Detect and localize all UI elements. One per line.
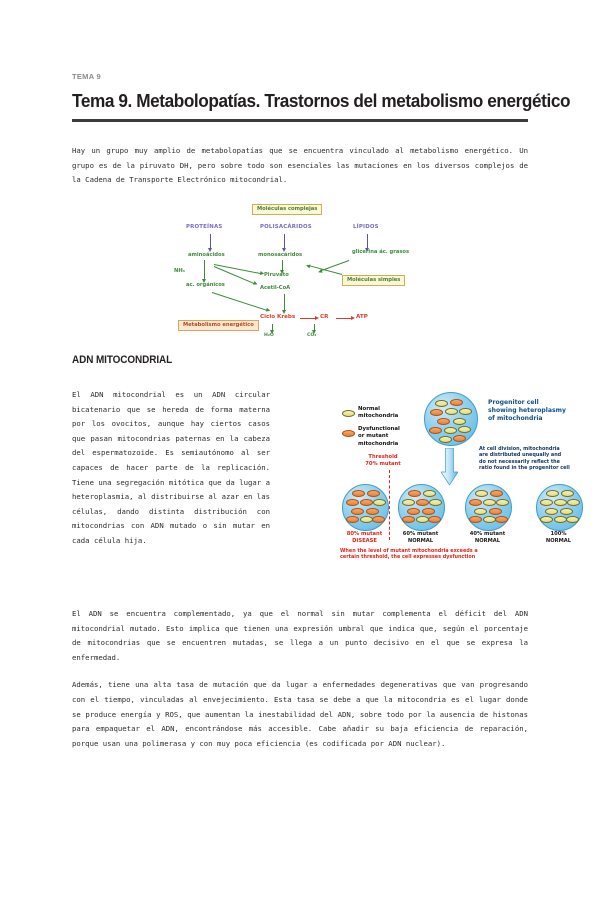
arrow-proteins-to-aminoacids <box>208 234 212 253</box>
figure-metabolism-wrap: Moléculas complejas PROTEÍNAS POLISACÁRI… <box>72 202 528 354</box>
label-nh3: NH₃ <box>174 268 185 275</box>
eyebrow-label: TEMA 9 <box>72 72 102 81</box>
daughter-cell-4-percent: 100% <box>550 531 567 538</box>
daughter-cell-4 <box>536 484 583 532</box>
arrow-krebs-to-water <box>270 324 274 335</box>
daughter-cell-3 <box>465 484 512 532</box>
figure-metabolism: Moléculas complejas PROTEÍNAS POLISACÁRI… <box>164 202 444 354</box>
label-atp: ATP <box>356 314 368 321</box>
cell-division-note: At cell division, mitochondria are distr… <box>479 446 570 472</box>
label-lipids: LÍPIDOS <box>353 224 379 231</box>
arrow-acetylcoa-to-krebs <box>282 294 286 315</box>
daughter-cell-2-percent: 60% mutant <box>402 531 439 538</box>
label-energy-metabolism: Metabolismo energético <box>178 320 259 331</box>
mtdna-paragraph: El ADN mitocondrial es un ADN circular b… <box>72 390 270 545</box>
daughter-cell-3-percent: 40% mutant <box>469 531 506 538</box>
legend-label-mutant: Dysfunctional or mutant mitochondria <box>358 426 400 447</box>
label-polysaccharides: POLISACÁRIDOS <box>260 224 312 231</box>
label-acetyl-coa: Acetil-CoA <box>260 285 291 292</box>
label-proteins: PROTEÍNAS <box>186 224 223 231</box>
label-glycerol-fattyacids: glicerina ác. grasos <box>352 249 410 256</box>
legend-swatch-mutant-mitochondria <box>342 430 355 438</box>
arrow-organicacids-to-krebs <box>211 292 268 311</box>
legend-label-normal: Normal mitochondria <box>358 406 399 420</box>
arrow-polysaccharides-to-monosaccharides <box>282 234 286 253</box>
paragraph-mutation-rate: Además, tiene una alta tasa de mutación … <box>72 680 528 748</box>
label-molecules-complex: Moléculas complejas <box>252 204 323 215</box>
title-divider <box>72 119 528 123</box>
label-aminoacids: aminoácidos <box>188 252 225 259</box>
label-pyruvate: Piruvato <box>264 272 289 279</box>
paragraph-complementation: El ADN se encuentra complementado, ya qu… <box>72 609 528 662</box>
label-monosaccharides: monosacáridos <box>258 252 303 259</box>
daughter-cell-1-percent: 80% mutant <box>346 531 383 538</box>
label-simple-molecules: Moléculas simples <box>342 275 406 286</box>
arrow-glycerol-to-pyruvate <box>309 265 343 276</box>
daughter-cell-1-status: DISEASE <box>352 538 377 545</box>
threshold-dashed-line <box>389 470 390 541</box>
arrow-cr-to-atp <box>336 316 355 321</box>
daughter-cell-2 <box>398 484 445 532</box>
daughter-cell-1 <box>342 484 389 532</box>
mtdna-text-column: El ADN mitocondrial es un ADN circular b… <box>72 388 270 549</box>
arrow-aminoacids-to-organicacids <box>202 260 206 284</box>
legend-swatch-normal-mitochondria <box>342 410 355 418</box>
label-co2: CO₂ <box>307 333 317 339</box>
arrow-krebs-to-co2 <box>312 324 316 335</box>
progenitor-cell-label: Progenitor cell showing heteroplasmy of … <box>488 399 566 423</box>
cell-division-arrow-icon <box>441 448 458 486</box>
progenitor-cell <box>424 392 478 447</box>
arrow-lipids-to-glycerol <box>365 234 369 253</box>
arrow-krebs-to-cr <box>300 316 319 321</box>
daughter-cell-3-status: NORMAL <box>474 538 501 545</box>
intro-paragraph: Hay un grupo muy amplio de metabolopatía… <box>72 146 528 185</box>
daughter-cell-4-status: NORMAL <box>545 538 572 545</box>
threshold-label: Threshold 70% mutant <box>365 454 401 468</box>
arrow-glycerol-to-acetylcoa <box>320 260 350 272</box>
daughter-cell-2-status: NORMAL <box>407 538 434 545</box>
page-title: Tema 9. Metabolopatías. Trastornos del m… <box>72 90 571 111</box>
label-water: H₂O <box>264 333 274 339</box>
figure-heteroplasmy: Normal mitochondria Dysfunctional or mut… <box>340 388 600 583</box>
mtdna-section: El ADN mitocondrial es un ADN circular b… <box>72 388 583 593</box>
document-page: TEMA 9 Tema 9. Metabolopatías. Trastorno… <box>0 72 600 920</box>
label-krebs-cycle: Ciclo Krebs <box>260 314 296 321</box>
arrow-monosaccharides-to-pyruvate <box>280 260 284 275</box>
label-cr: CR <box>320 314 329 321</box>
label-organic-acids: ac. orgánicos <box>186 282 225 289</box>
figure-caption: When the level of mutant mitochondria ex… <box>340 548 478 561</box>
section-heading-mtdna: ADN MITOCONDRIAL <box>72 354 173 367</box>
